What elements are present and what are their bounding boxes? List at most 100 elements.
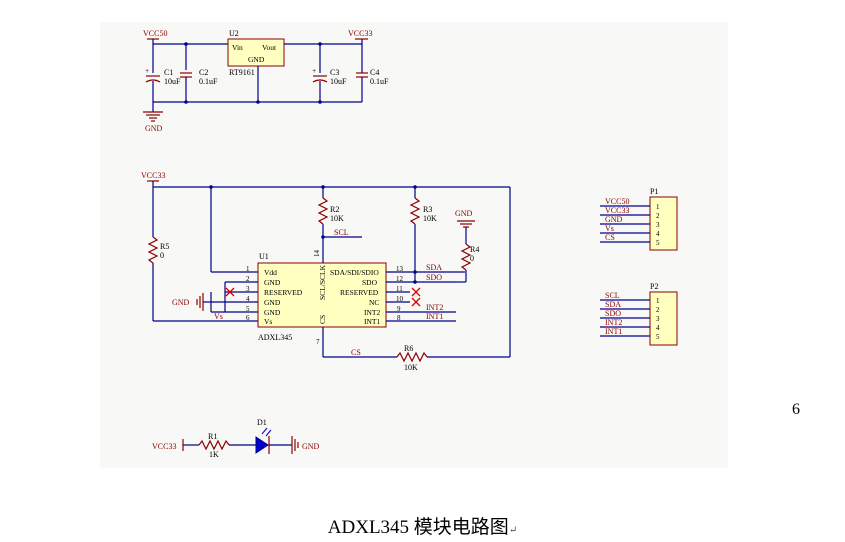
c1-value: 10uF bbox=[164, 77, 181, 86]
vcc33-led-label: VCC33 bbox=[152, 442, 176, 451]
u2-part: RT9161 bbox=[229, 68, 255, 77]
cs-net-label: CS bbox=[351, 348, 361, 357]
r1-value: 1K bbox=[209, 450, 219, 459]
svg-text:RESERVED: RESERVED bbox=[340, 288, 379, 297]
p2-ref: P2 bbox=[650, 282, 658, 291]
svg-text:GND: GND bbox=[605, 215, 623, 224]
gnd-led-label: GND bbox=[302, 442, 320, 451]
regulator-u2 bbox=[227, 38, 285, 67]
svg-text:5: 5 bbox=[246, 305, 250, 313]
svg-text:SDO: SDO bbox=[605, 309, 621, 318]
r6-value: 10K bbox=[404, 363, 418, 372]
c4-ref: C4 bbox=[370, 68, 379, 77]
c4-value: 0.1uF bbox=[370, 77, 389, 86]
vs-net-label: Vs bbox=[214, 312, 223, 321]
r5-ref: R5 bbox=[160, 242, 169, 251]
u1-left-pin-names: Vdd GND RESERVED GND GND Vs bbox=[264, 268, 303, 326]
svg-text:2: 2 bbox=[656, 212, 660, 220]
u1-pin14-num: 14 bbox=[313, 250, 321, 258]
r6-ref: R6 bbox=[404, 344, 413, 353]
c1-ref: C1 bbox=[164, 68, 173, 77]
vcc33-mid-label: VCC33 bbox=[141, 171, 165, 180]
svg-text:2: 2 bbox=[246, 275, 250, 283]
r4-ref: R4 bbox=[470, 245, 479, 254]
svg-text:SDO: SDO bbox=[362, 278, 378, 287]
svg-text:3: 3 bbox=[656, 221, 660, 229]
svg-text:GND: GND bbox=[264, 298, 281, 307]
u1-pin7-name: CS bbox=[318, 315, 327, 324]
svg-text:SCL: SCL bbox=[605, 291, 620, 300]
svg-text:6: 6 bbox=[246, 314, 250, 322]
led-section: VCC33 R1 1K D1 GND bbox=[152, 418, 320, 459]
led-d1-symbol bbox=[255, 436, 269, 454]
svg-text:Vs: Vs bbox=[264, 317, 272, 326]
r3-value: 10K bbox=[423, 214, 437, 223]
svg-text:13: 13 bbox=[396, 265, 404, 273]
u1-right-pin-names: SDA/SDI/SDIO SDO RESERVED NC INT2 INT1 bbox=[330, 268, 380, 326]
svg-text:5: 5 bbox=[656, 333, 660, 341]
sheet-background bbox=[100, 22, 728, 468]
gnd-left-label: GND bbox=[145, 124, 163, 133]
svg-text:1: 1 bbox=[656, 203, 660, 211]
adxl345-chip bbox=[257, 262, 387, 328]
d1-ref: D1 bbox=[257, 418, 267, 427]
svg-text:4: 4 bbox=[656, 324, 660, 332]
svg-text:3: 3 bbox=[656, 315, 660, 323]
vcc33-top-label: VCC33 bbox=[348, 29, 372, 38]
gnd-u1-label: GND bbox=[172, 298, 190, 307]
connector-p1: P1 VCC50 VCC33 GND Vs CS 1 2 3 4 5 bbox=[600, 187, 678, 251]
svg-text:INT2: INT2 bbox=[605, 318, 622, 327]
c2-value: 0.1uF bbox=[199, 77, 218, 86]
gnd-r4-label: GND bbox=[455, 209, 473, 218]
svg-text:INT1: INT1 bbox=[605, 327, 622, 336]
u1-left-pin-numbers: 1 2 3 4 5 6 bbox=[246, 265, 250, 322]
svg-text:8: 8 bbox=[397, 314, 401, 322]
caption-text: ADXL345 模块电路图 bbox=[327, 517, 509, 538]
svg-text:NC: NC bbox=[369, 298, 379, 307]
u2-gnd: GND bbox=[248, 55, 265, 64]
svg-text:3: 3 bbox=[246, 285, 250, 293]
page-number: 6 bbox=[792, 401, 800, 418]
svg-text:+: + bbox=[312, 66, 316, 75]
u1-pin7-num: 7 bbox=[316, 338, 320, 346]
svg-text:9: 9 bbox=[397, 305, 401, 313]
svg-text:INT1: INT1 bbox=[364, 317, 380, 326]
c3-ref: C3 bbox=[330, 68, 339, 77]
c3-value: 10uF bbox=[330, 77, 347, 86]
adxl345-section: VCC33 R5 0 Vs U1 ADXL345 Vdd GND RESERVE… bbox=[141, 171, 511, 372]
svg-text:1: 1 bbox=[656, 297, 660, 305]
svg-text:RESERVED: RESERVED bbox=[264, 288, 303, 297]
figure-caption: ADXL345 模块电路图↵ bbox=[0, 512, 845, 539]
sda-net-label: SDA bbox=[426, 263, 442, 272]
connector-p2: P2 SCL SDA SDO INT2 INT1 1 2 3 4 5 bbox=[600, 282, 678, 346]
svg-text:GND: GND bbox=[264, 308, 281, 317]
power-section: VCC50 + C1 10uF C2 0.1uF U2 Vin Vout GND… bbox=[143, 29, 389, 133]
scl-net-label: SCL bbox=[334, 228, 349, 237]
p1-ref: P1 bbox=[650, 187, 658, 196]
svg-text:5: 5 bbox=[656, 239, 660, 247]
sdo-net-label: SDO bbox=[426, 273, 442, 282]
svg-text:10: 10 bbox=[396, 295, 404, 303]
svg-text:Vdd: Vdd bbox=[264, 268, 277, 277]
u2-vin: Vin bbox=[232, 43, 243, 52]
svg-text:SDA: SDA bbox=[605, 300, 621, 309]
svg-text:SDA/SDI/SDIO: SDA/SDI/SDIO bbox=[330, 268, 379, 277]
u2-vout: Vout bbox=[262, 43, 277, 52]
svg-text:4: 4 bbox=[656, 230, 660, 238]
vcc50-label: VCC50 bbox=[143, 29, 167, 38]
r4-value: 0 bbox=[470, 254, 474, 263]
int2-net-label: INT2 bbox=[426, 303, 443, 312]
svg-text:VCC50: VCC50 bbox=[605, 197, 629, 206]
svg-text:GND: GND bbox=[264, 278, 281, 287]
u1-pin14-name: SCL/SCLK bbox=[318, 264, 327, 300]
svg-text:12: 12 bbox=[396, 275, 404, 283]
svg-text:4: 4 bbox=[246, 295, 250, 303]
svg-text:+: + bbox=[145, 66, 149, 75]
r2-value: 10K bbox=[330, 214, 344, 223]
r3-ref: R3 bbox=[423, 205, 432, 214]
svg-text:Vs: Vs bbox=[605, 224, 614, 233]
paragraph-mark: ↵ bbox=[508, 525, 518, 536]
svg-text:VCC33: VCC33 bbox=[605, 206, 629, 215]
svg-text:INT2: INT2 bbox=[364, 308, 380, 317]
